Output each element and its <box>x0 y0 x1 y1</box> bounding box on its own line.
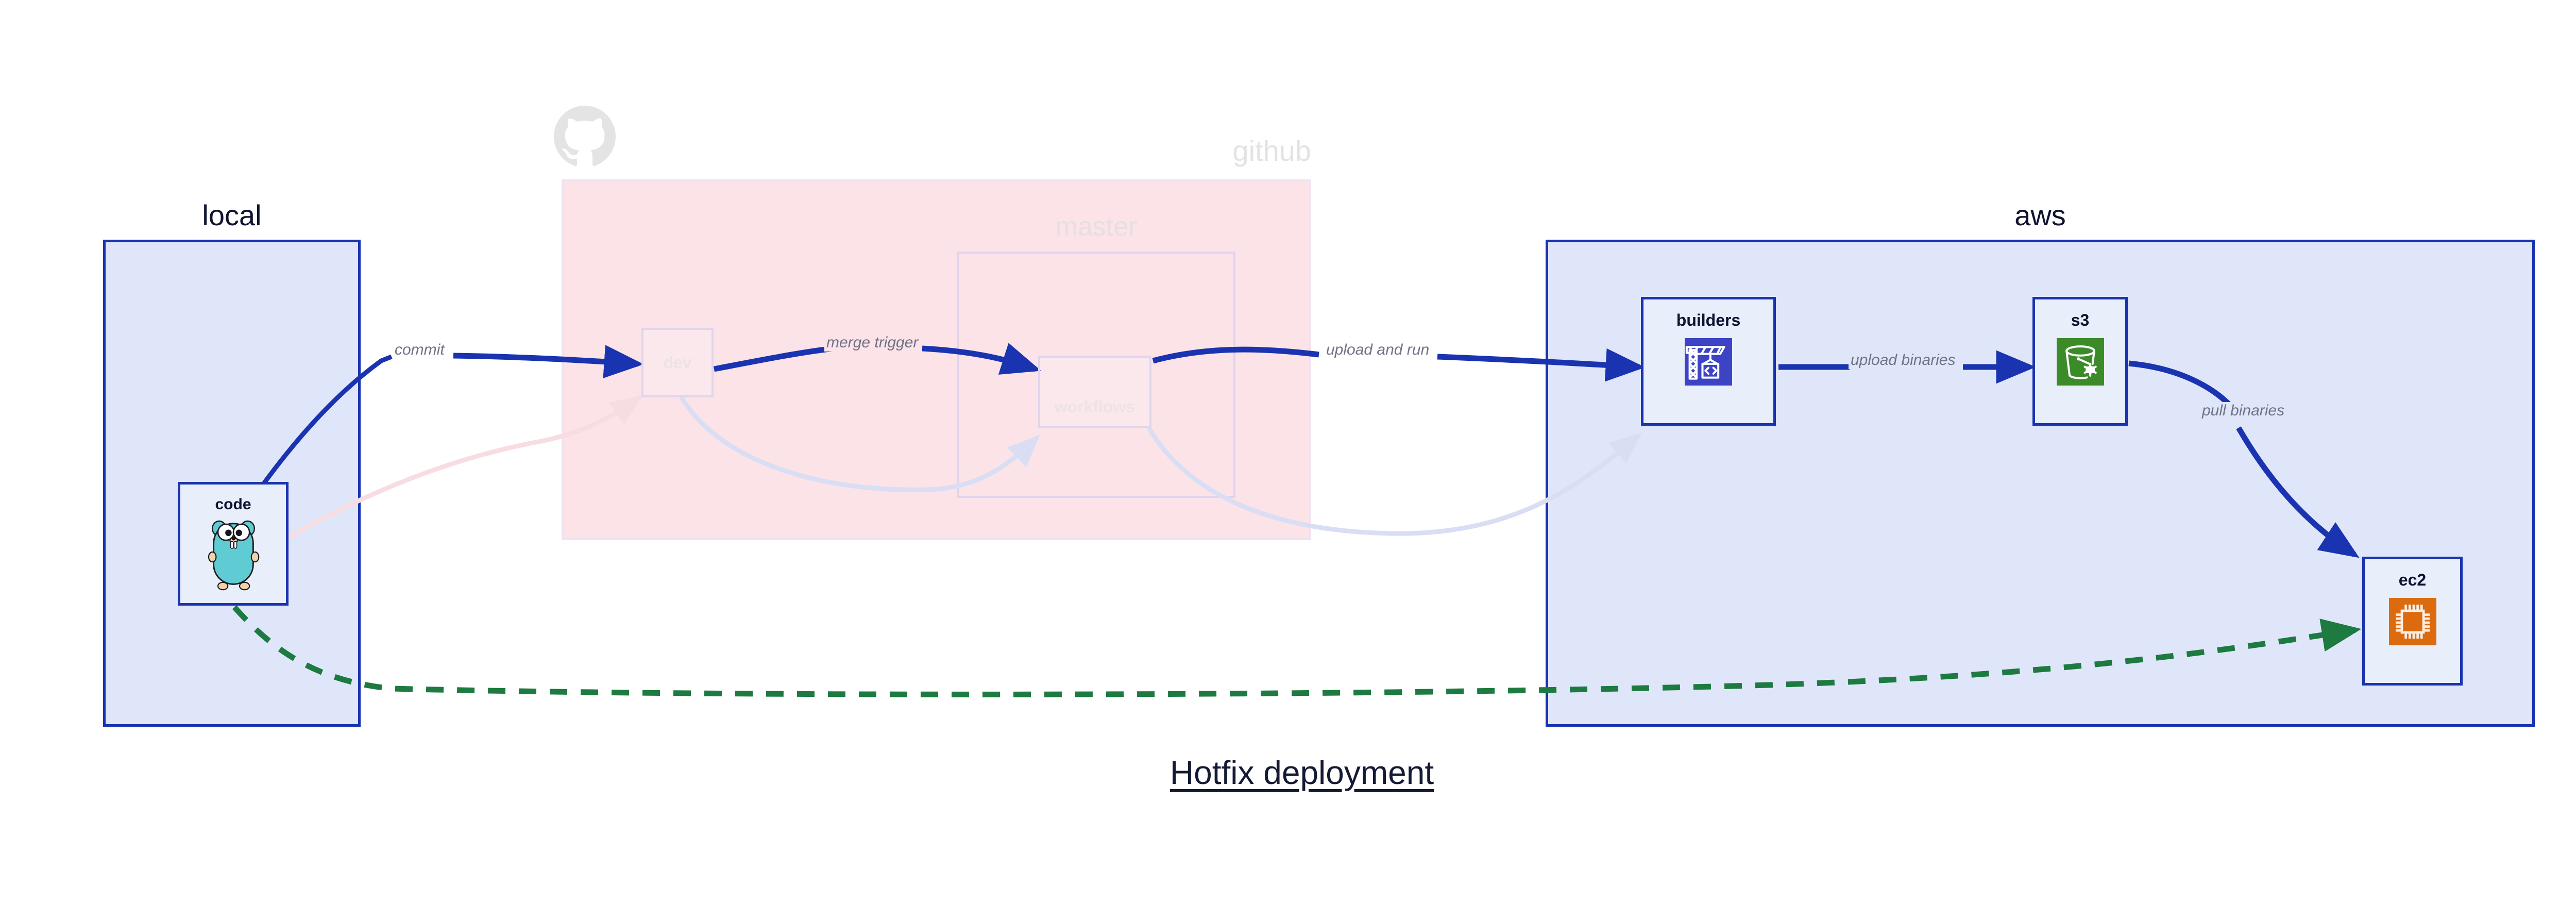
aws-s3-bucket-icon <box>2056 338 2104 386</box>
cluster-local-label: local <box>202 199 262 231</box>
node-builders-label: builders <box>1676 311 1741 329</box>
node-workflows[interactable]: workflows <box>1038 356 1151 428</box>
cluster-master <box>957 252 1235 498</box>
edge-label-upload-binaries: upload binaries <box>1849 352 1958 369</box>
node-s3-label: s3 <box>2071 311 2090 329</box>
node-dev[interactable]: dev <box>641 328 714 397</box>
node-s3[interactable]: s3 <box>2032 297 2128 426</box>
go-gopher-icon <box>202 513 264 591</box>
node-ec2-label: ec2 <box>2398 571 2427 589</box>
edge-label-pull-binaries: pull binaries <box>2200 402 2287 420</box>
cluster-aws-label: aws <box>2014 199 2066 231</box>
aws-codebuild-crane-icon <box>1685 338 1732 386</box>
edge-label-commit: commit <box>393 341 447 359</box>
aws-ec2-chip-icon <box>2388 598 2436 645</box>
node-code-label: code <box>215 496 251 513</box>
node-builders[interactable]: builders <box>1641 297 1776 426</box>
page-title: Hotfix deployment <box>1170 754 1434 791</box>
node-dev-label: dev <box>663 353 692 372</box>
github-octocat-icon <box>554 106 616 166</box>
node-code[interactable]: code <box>178 482 289 606</box>
node-workflows-label: workflows <box>1054 397 1136 416</box>
node-ec2[interactable]: ec2 <box>2362 557 2463 686</box>
edge-label-upload-and-run: upload and run <box>1324 341 1432 359</box>
cluster-github-label: github <box>1232 135 1311 167</box>
cluster-master-label: master <box>1055 212 1138 242</box>
edge-label-merge-trigger: merge trigger <box>824 334 921 352</box>
